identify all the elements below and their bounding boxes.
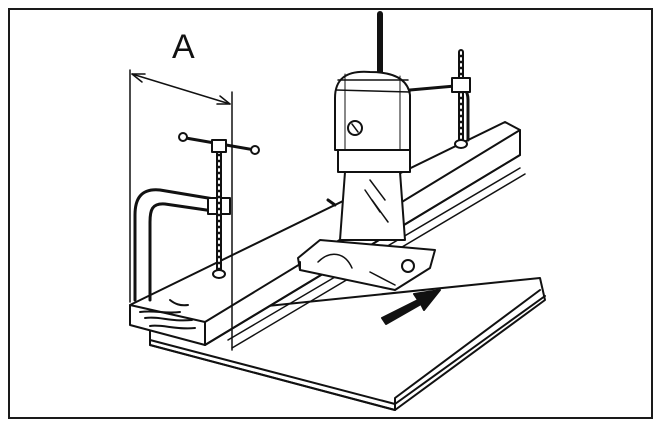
right-c-clamp [408,49,471,149]
feed-direction-arrow-icon [381,289,441,325]
trimmer-router [297,11,436,291]
dimension-a-lines [129,69,233,351]
dimension-label-a: A [172,28,195,66]
left-c-clamp [133,132,260,302]
